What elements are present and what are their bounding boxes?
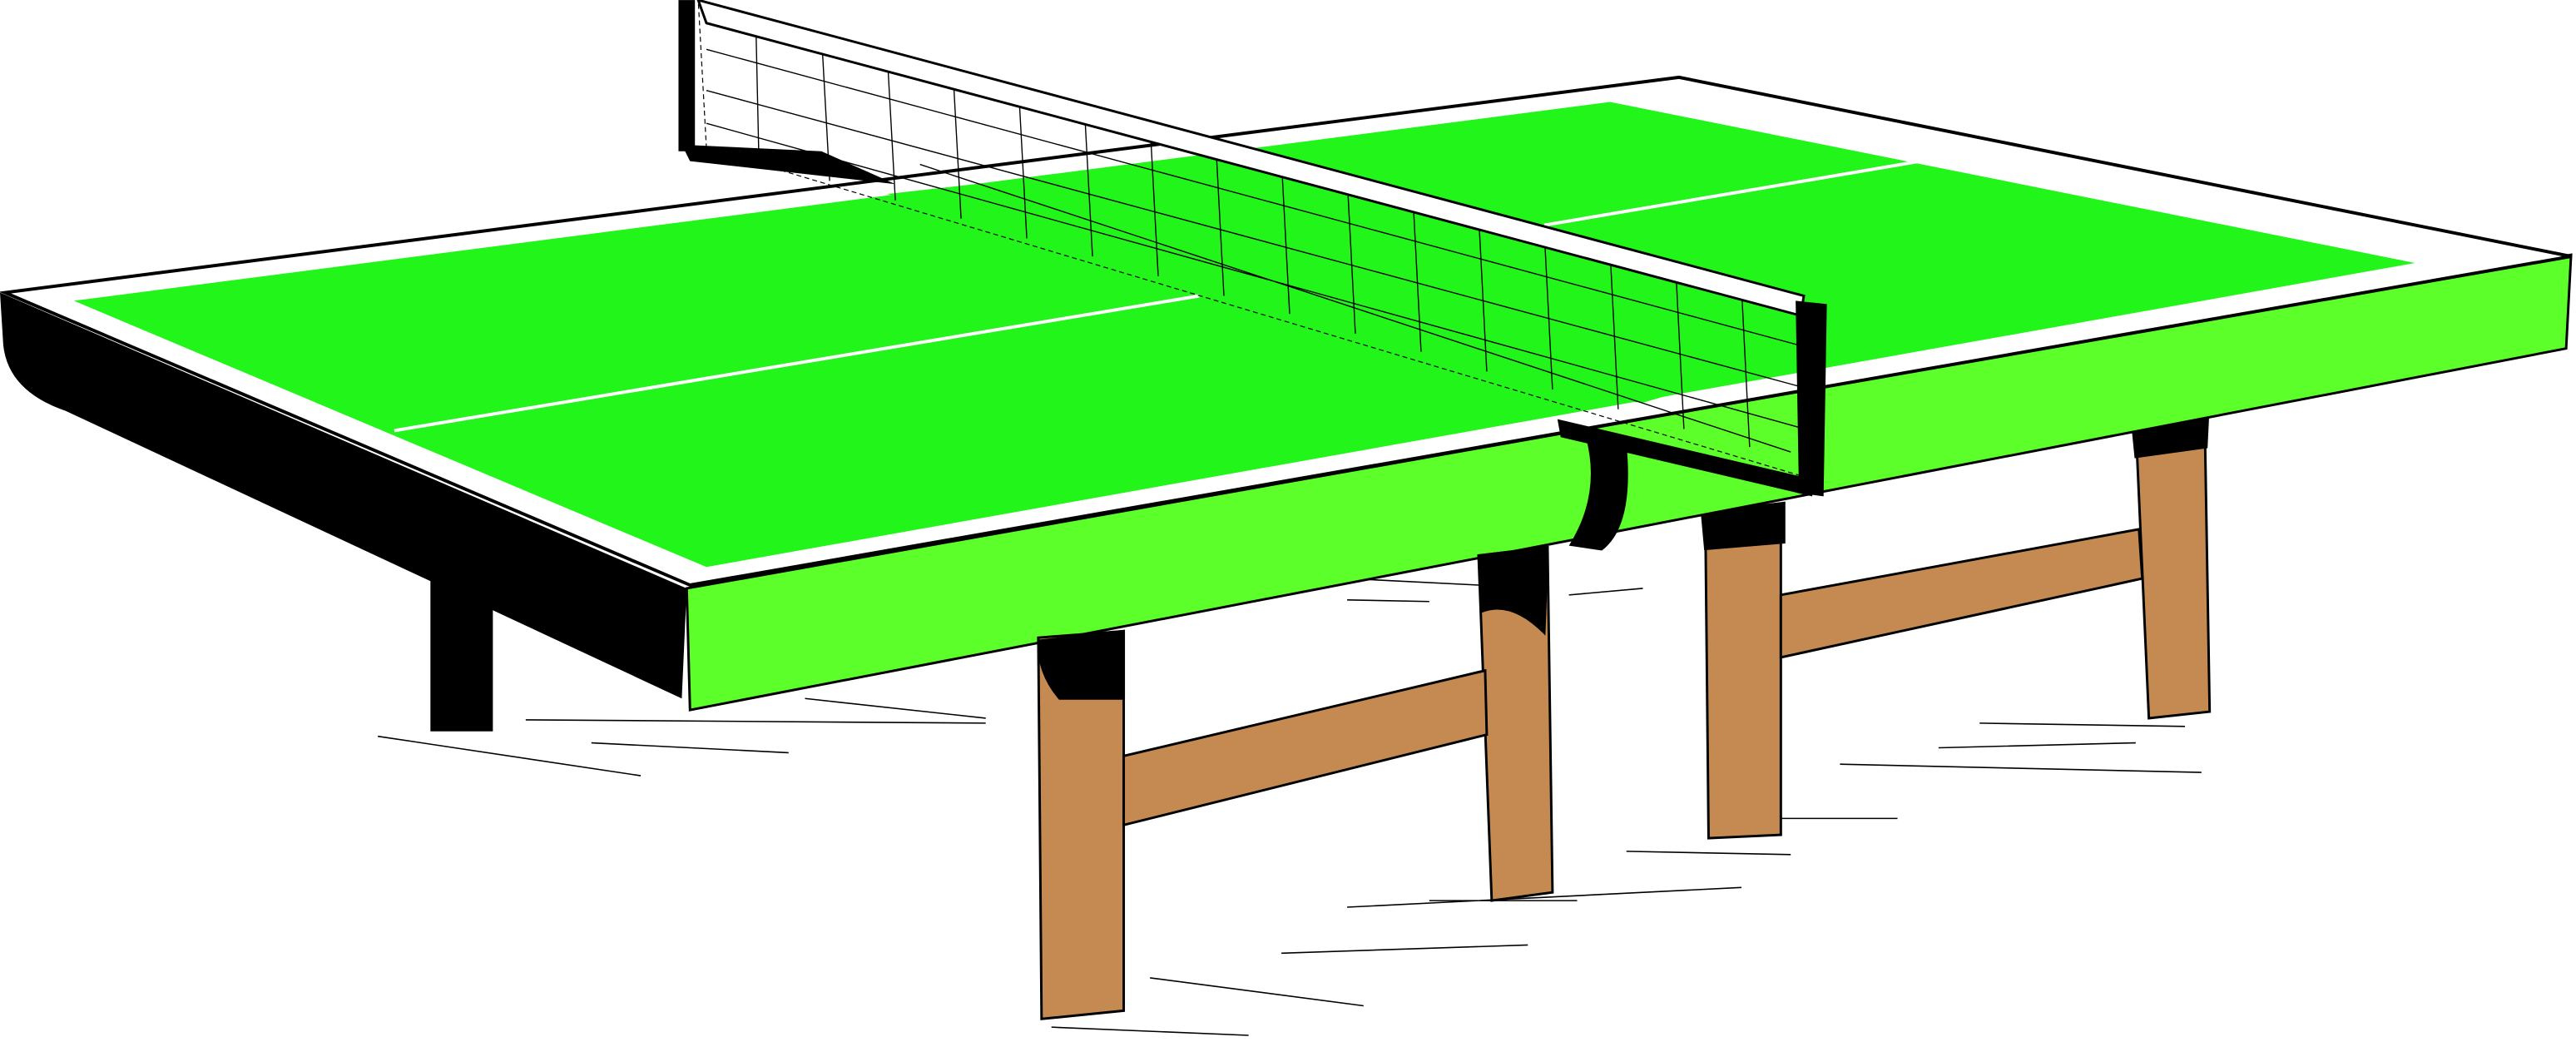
net-post-right bbox=[1796, 300, 1827, 497]
net-clamp-right bbox=[1557, 419, 1816, 497]
playing-surface bbox=[73, 102, 2415, 568]
front-leg-frame bbox=[1037, 545, 1554, 1020]
net-clamp-hook bbox=[1568, 435, 1628, 551]
left-side-panel bbox=[0, 292, 687, 699]
center-line-left bbox=[394, 294, 1200, 433]
floor-sketch-lines bbox=[378, 578, 2202, 1036]
center-line-right bbox=[1543, 157, 1931, 227]
table-top bbox=[0, 75, 2572, 588]
net-shadow bbox=[887, 164, 1783, 403]
net-clamp-left bbox=[681, 144, 896, 185]
back-leg-frame bbox=[1700, 412, 2212, 840]
net-post-left bbox=[678, 0, 696, 151]
net bbox=[678, 0, 1827, 551]
